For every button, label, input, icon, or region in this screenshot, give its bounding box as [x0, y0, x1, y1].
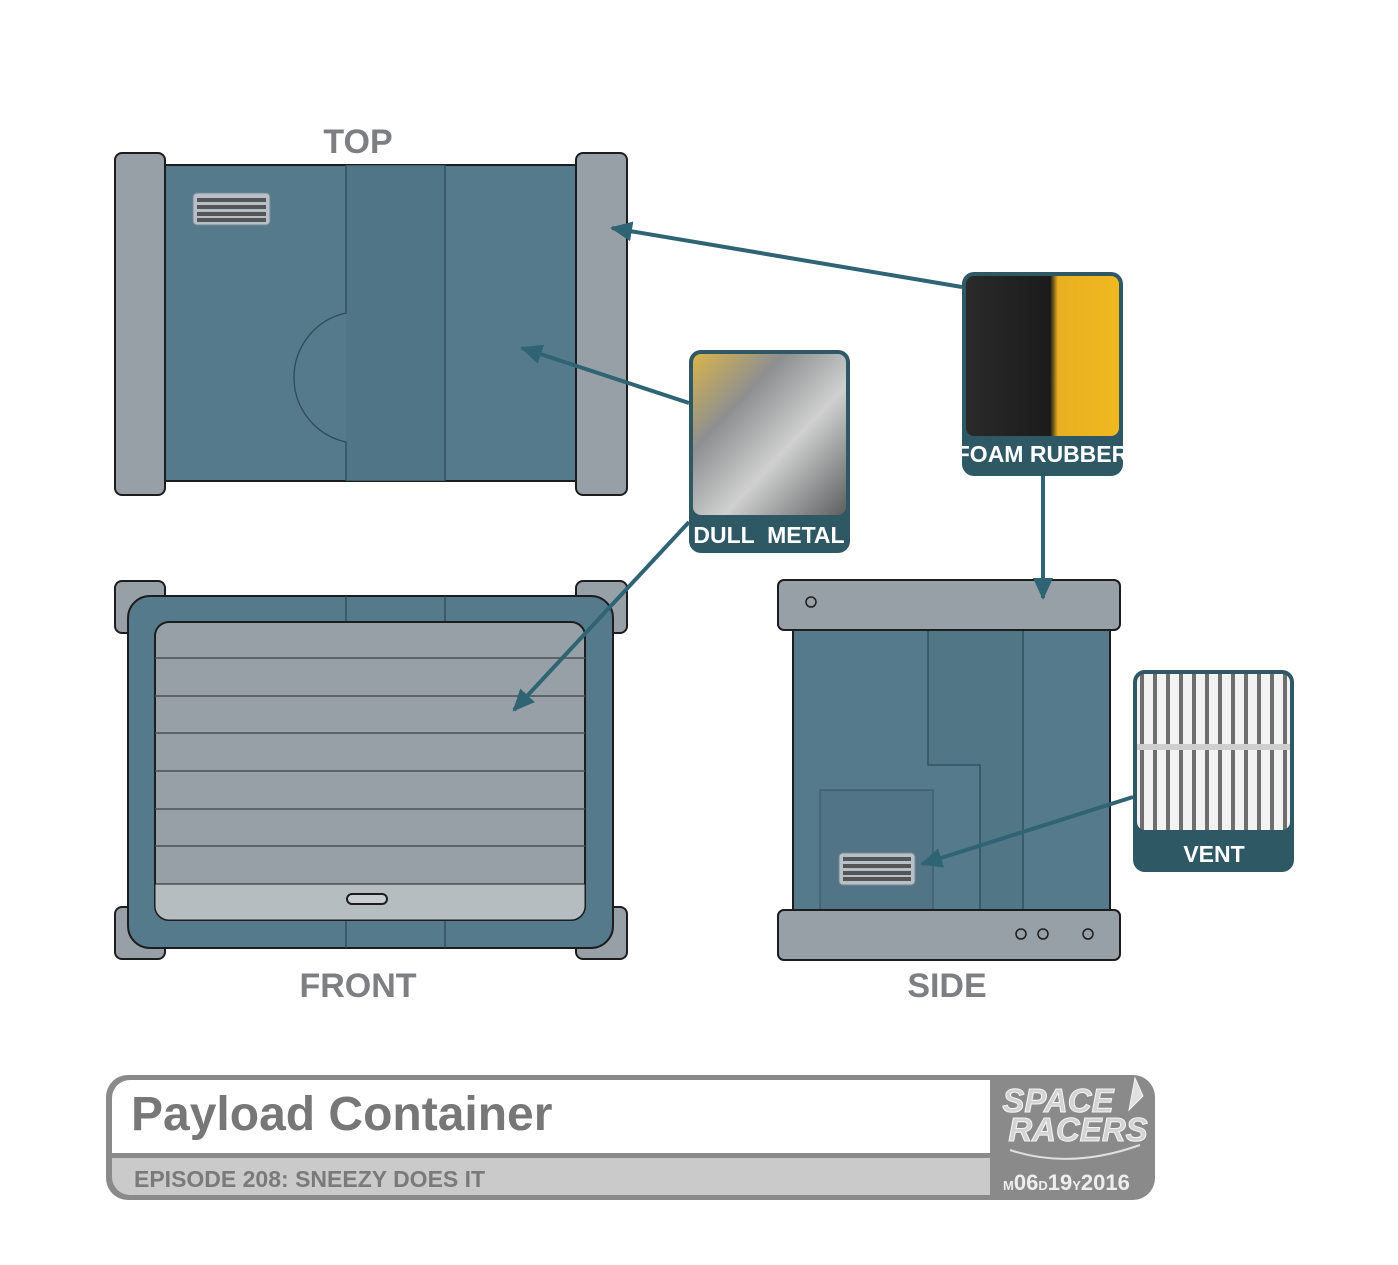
bolt-hole	[1082, 928, 1094, 940]
side-vent-grille-icon	[838, 852, 916, 886]
arrow-foam-to-top	[610, 221, 963, 289]
side-hatch	[819, 789, 934, 911]
dull-metal-swatch	[693, 354, 846, 515]
foam-rubber-label: FOAM RUBBER	[956, 441, 1129, 467]
top-center-panel	[346, 165, 445, 481]
title-block: Payload Container EPISODE 208: SNEEZY DO…	[106, 1075, 1155, 1200]
front-seams	[345, 596, 446, 948]
callout-vent: VENT	[1133, 670, 1294, 872]
callout-dull-metal: DULL METAL	[689, 350, 850, 553]
sheet-date: M06D19Y2016	[1003, 1170, 1130, 1195]
top-left-bumper	[114, 152, 166, 496]
date-day-prefix: D	[1038, 1178, 1047, 1193]
arrow-vent-to-side	[920, 795, 1134, 868]
episode-subtitle: EPISODE 208: SNEEZY DOES IT	[134, 1166, 485, 1192]
foam-rubber-swatch	[966, 276, 1119, 436]
logo-swoosh	[1009, 1144, 1141, 1160]
sheet-title: Payload Container	[131, 1088, 552, 1141]
bolt-hole	[805, 596, 817, 608]
side-bottom-bumper	[777, 909, 1121, 961]
front-view: FRONT	[114, 580, 628, 1005]
date-year-prefix: Y	[1072, 1178, 1081, 1193]
space-racers-logo: SPACE RACERS	[1002, 1076, 1148, 1160]
side-view-label: SIDE	[907, 967, 986, 1005]
top-seam	[293, 165, 347, 481]
door-handle	[346, 893, 388, 905]
date-year: 2016	[1081, 1170, 1130, 1195]
logo-word-space: SPACE	[1002, 1082, 1114, 1119]
vent-label: VENT	[1183, 841, 1244, 867]
front-view-label: FRONT	[299, 967, 416, 1005]
rocket-icon	[1128, 1076, 1144, 1112]
top-right-bumper	[575, 152, 628, 496]
logo-word-racers: RACERS	[1008, 1111, 1147, 1148]
side-top-bumper	[777, 579, 1121, 631]
bolt-hole	[1015, 928, 1027, 940]
arrow-metal-to-top	[520, 344, 690, 405]
top-view: TOP	[114, 123, 628, 496]
date-day: 19	[1048, 1170, 1072, 1195]
dull-metal-label: DULL METAL	[693, 522, 844, 548]
callout-arrows	[512, 221, 1134, 868]
vent-grille-icon	[192, 192, 271, 226]
callout-foam-rubber: FOAM RUBBER	[956, 272, 1129, 476]
arrow-metal-to-front	[512, 520, 691, 712]
side-seams	[927, 630, 1024, 910]
side-view: SIDE	[777, 579, 1121, 1005]
door-slats	[155, 657, 585, 847]
date-month-prefix: M	[1003, 1178, 1014, 1193]
vent-swatch	[1137, 674, 1290, 830]
bolt-hole	[1037, 928, 1049, 940]
top-view-label: TOP	[323, 123, 392, 161]
date-month: 06	[1014, 1170, 1038, 1195]
